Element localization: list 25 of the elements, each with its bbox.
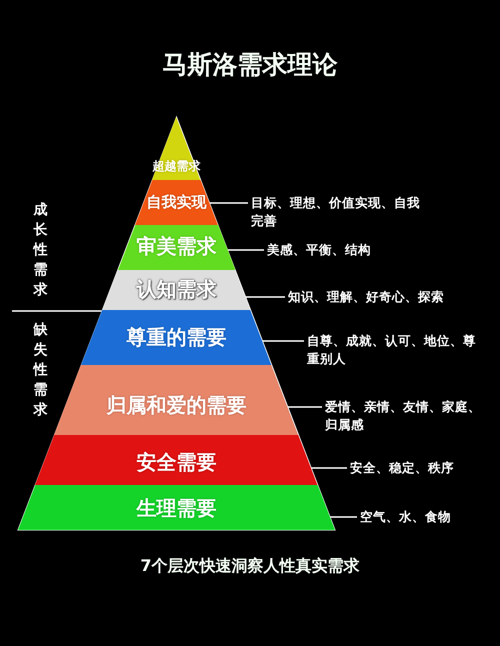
pyramid-level: 审美需求 [118, 225, 236, 270]
description-text: 爱情、亲情、友情、家庭、归属感 [325, 398, 485, 434]
title: 马斯洛需求理论 [162, 49, 338, 81]
leader-line [288, 406, 322, 408]
pyramid-level: 自我实现 [135, 180, 218, 225]
leader-line [330, 516, 357, 518]
side-label: 成长性需求 [33, 201, 48, 300]
leader-line [262, 340, 304, 342]
leader-line [210, 202, 248, 204]
pyramid-level: 归属和爱的需要 [54, 365, 299, 435]
description-text: 美感、平衡、结构 [267, 241, 427, 259]
description-text: 空气、水、食物 [360, 508, 470, 526]
pyramid-level: 生理需要 [18, 485, 335, 530]
caption: 7个层次快速洞察人性真实需求 [139, 556, 361, 577]
leader-line [246, 296, 285, 298]
leader-line [228, 249, 264, 251]
description-text: 自尊、成就、认可、地位、尊重别人 [307, 332, 477, 368]
description-text: 知识、理解、好奇心、探索 [288, 288, 468, 306]
description-text: 安全、稳定、秩序 [350, 459, 470, 477]
side-label: 缺失性需求 [33, 321, 48, 420]
pyramid-level: 尊重的需要 [81, 310, 272, 365]
pyramid-level: 认知需求 [102, 270, 251, 310]
description-text: 目标、理想、价值实现、自我完善 [251, 194, 421, 230]
leader-line [311, 467, 347, 469]
pyramid-level: 安全需要 [35, 435, 318, 485]
